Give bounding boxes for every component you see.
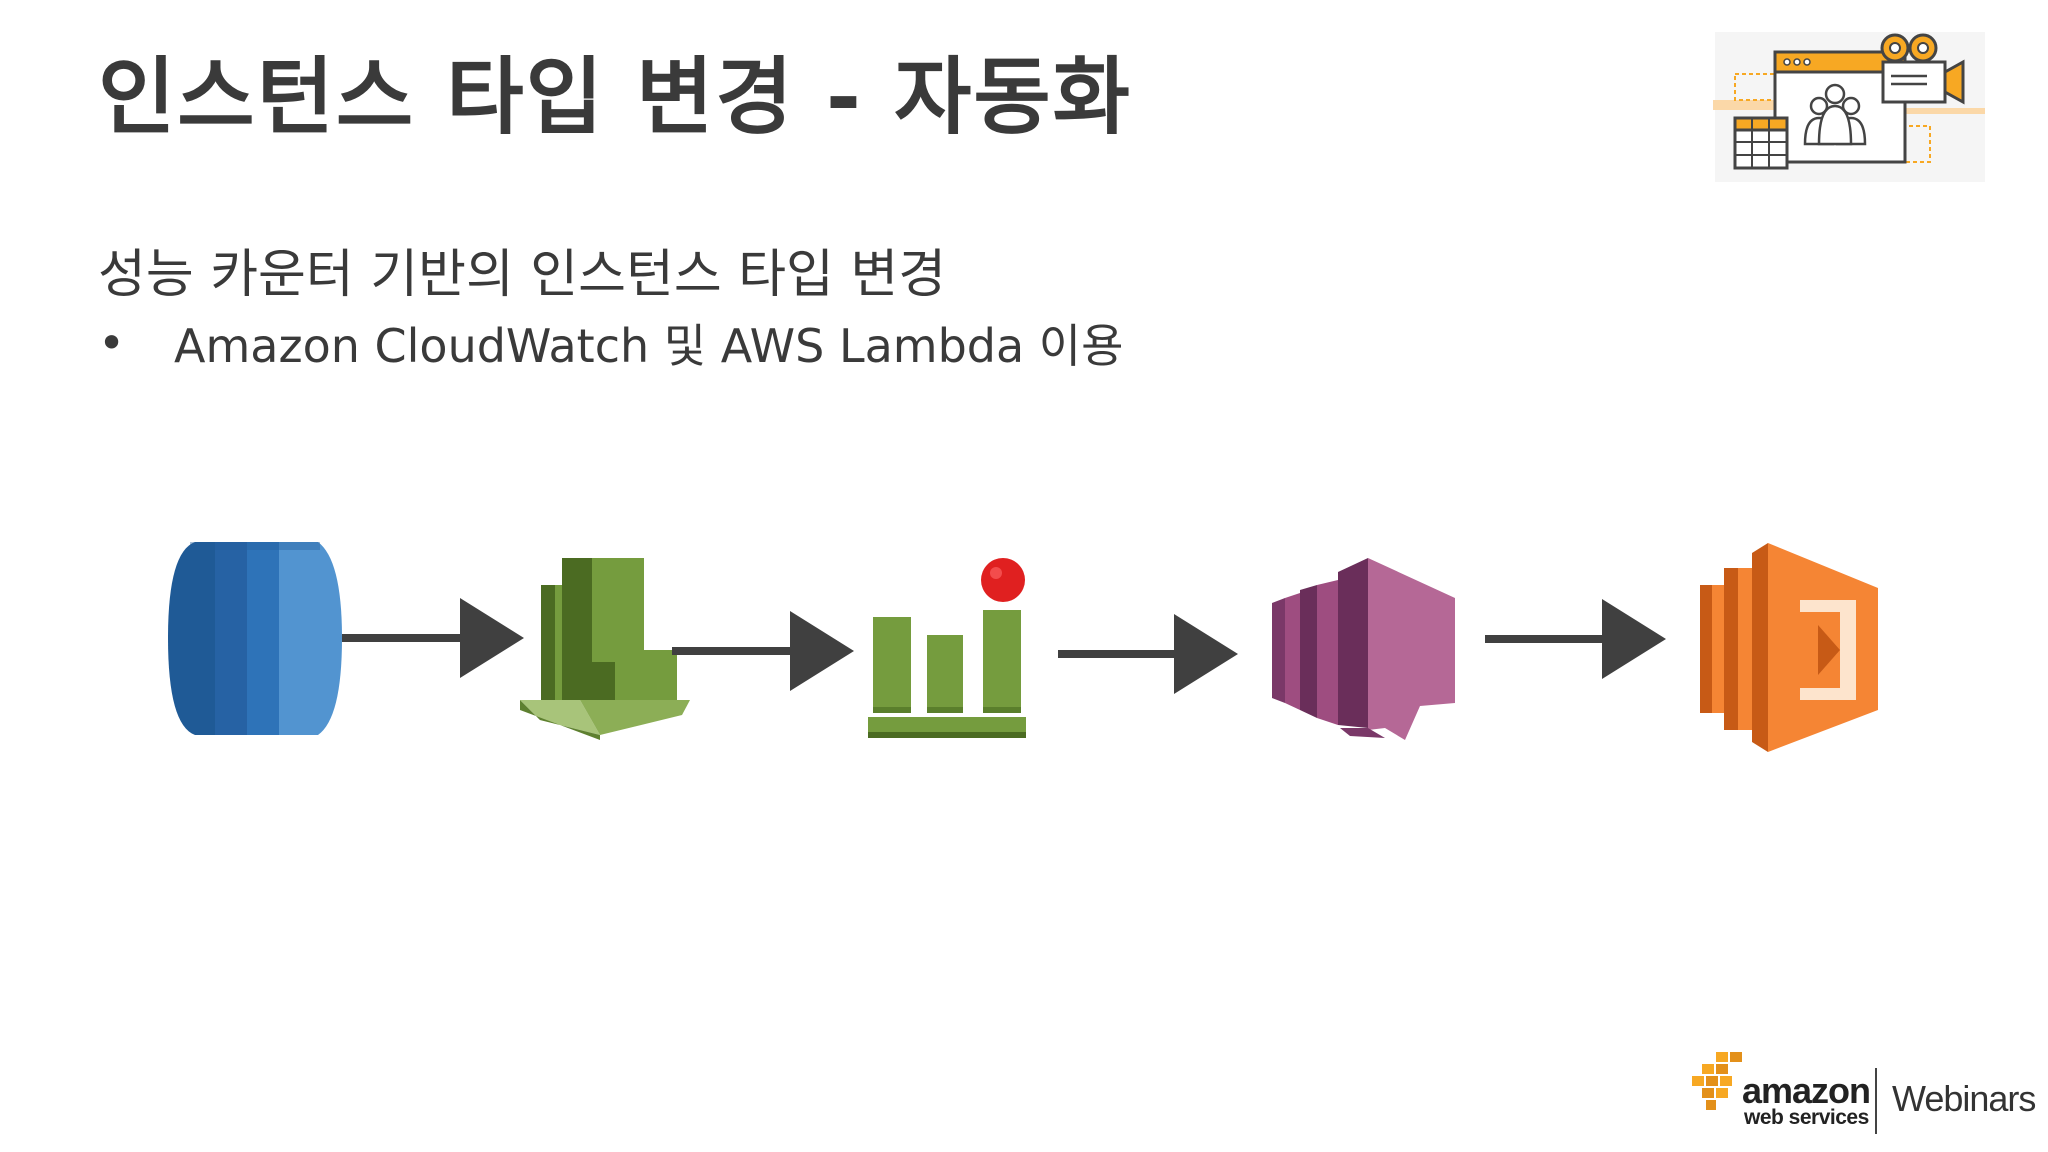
webinars-label: Webinars [1892, 1078, 2036, 1119]
lambda-icon [1700, 543, 1878, 752]
alarm-metric-icon [868, 558, 1026, 738]
bullet-text: Amazon CloudWatch 및 AWS Lambda 이용 [174, 319, 1124, 373]
logo-divider [1875, 1068, 1877, 1134]
sns-icon [1272, 558, 1455, 740]
cloudwatch-icon [520, 558, 690, 740]
webservices-label: web services [1744, 1106, 1869, 1129]
amazon-webservices-webinars-logo: amazon web services Webinars [1690, 1050, 2036, 1140]
aws-boxes-icon [1692, 1052, 1742, 1110]
amazon-label: amazon [1742, 1070, 1871, 1111]
bullet-item: • Amazon CloudWatch 및 AWS Lambda 이용 [98, 312, 1123, 374]
subtitle: 성능 카운터 기반의 인스턴스 타입 변경 [98, 245, 947, 305]
rds-database-icon [168, 542, 342, 735]
slide-title: 인스턴스 타입 변경 - 자동화 [98, 48, 1132, 146]
bullet-dot: • [98, 316, 126, 370]
webinar-illustration-icon [1705, 22, 1995, 182]
